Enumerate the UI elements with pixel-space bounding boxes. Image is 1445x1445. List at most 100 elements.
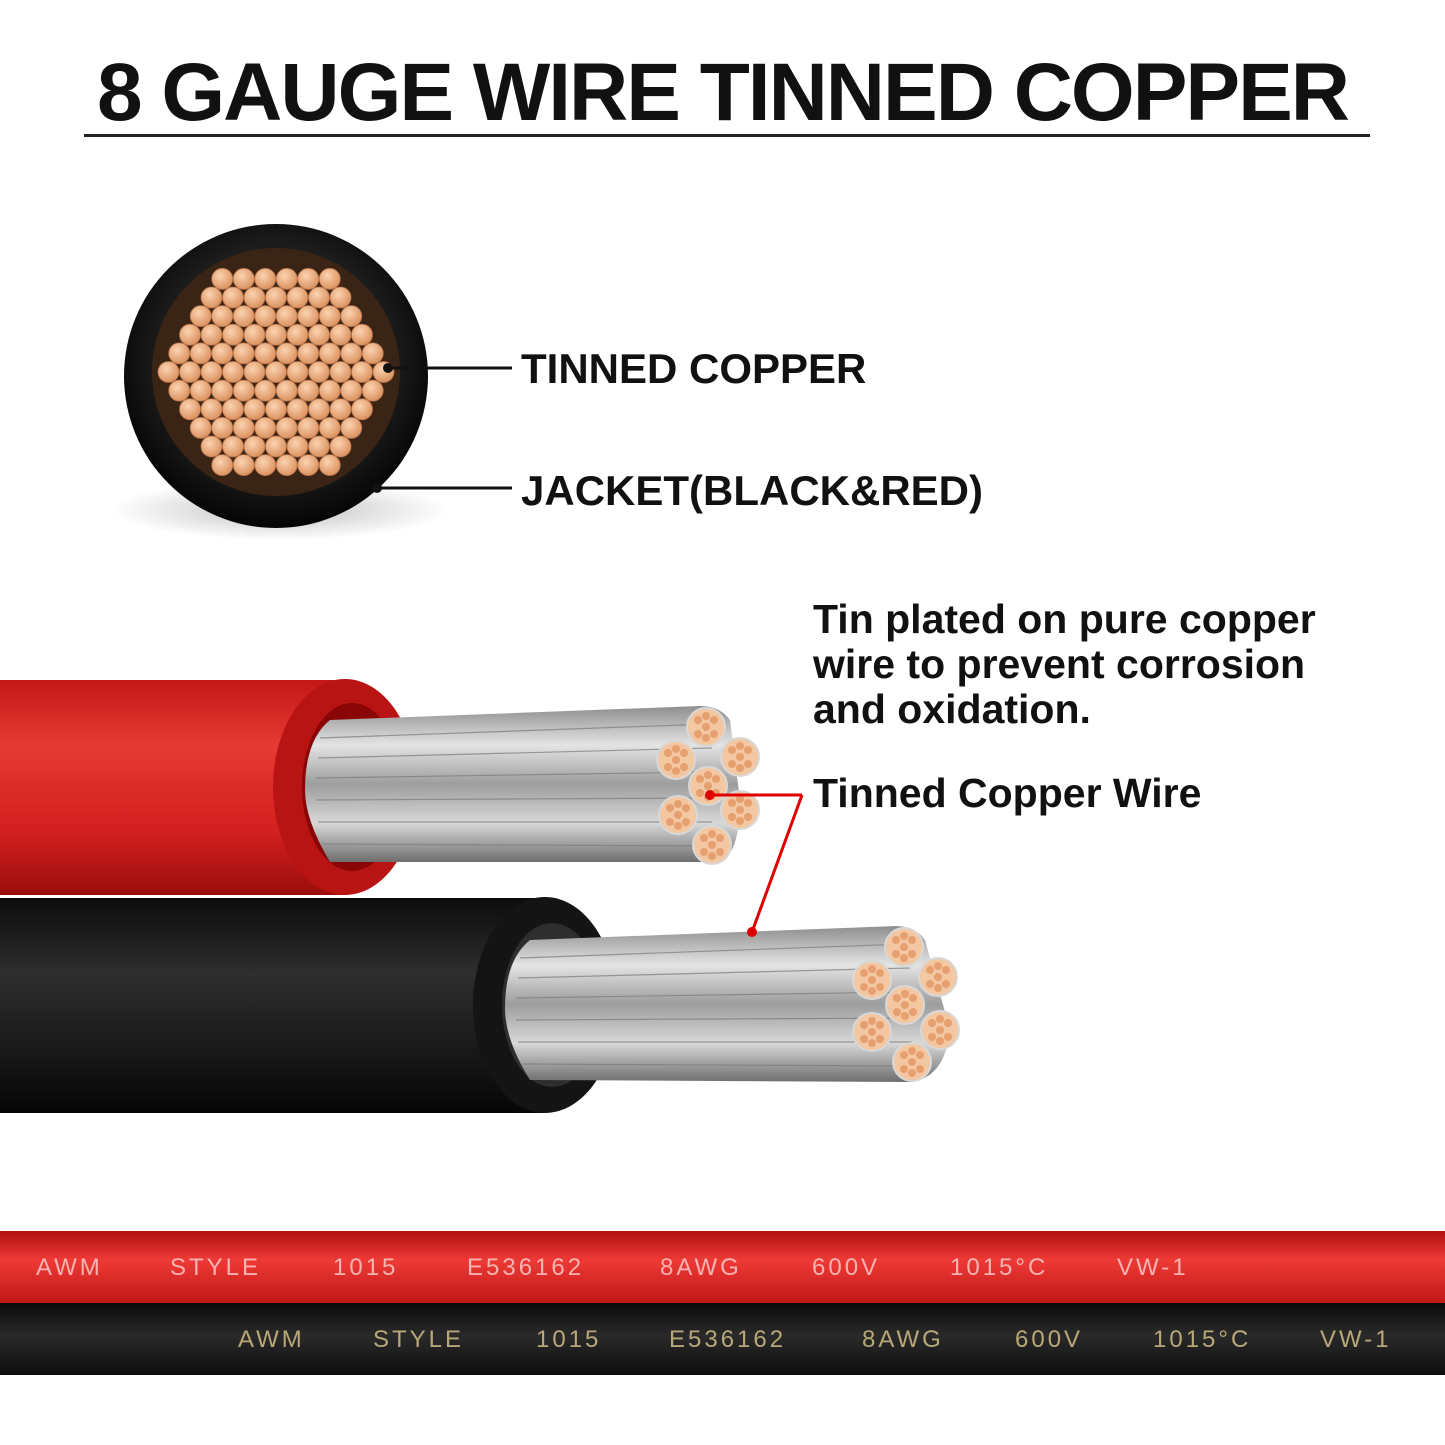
strand-end-wire: [934, 962, 942, 970]
strand-end-wire: [672, 745, 680, 753]
strand-end-wire: [666, 804, 674, 812]
strand-end-wire: [868, 1039, 876, 1047]
copper-strand: [179, 323, 201, 346]
copper-strand: [265, 435, 287, 458]
copper-strand: [308, 323, 330, 346]
strand-end-wire: [893, 994, 901, 1002]
strand-end-wire: [876, 1021, 884, 1029]
tinned-wire-callout-diagonal: [750, 794, 804, 933]
strand-end-wire: [744, 799, 752, 807]
tinned-wire-callout: [705, 790, 804, 937]
strand-end-wire: [716, 834, 724, 842]
copper-strand: [232, 305, 255, 328]
copper-strand: [286, 398, 309, 421]
copper-strands: [157, 268, 395, 476]
copper-strand: [351, 361, 373, 383]
black-print-temp: 1015°C: [1153, 1326, 1252, 1353]
strand-end-wire: [702, 723, 710, 731]
strand-end-wire: [700, 848, 708, 856]
copper-strand: [340, 305, 363, 328]
strand-end-wire: [680, 763, 688, 771]
strand-end-wire: [712, 775, 720, 783]
tinned-copper-wire-label: Tinned Copper Wire: [813, 770, 1202, 816]
copper-strand: [243, 286, 266, 309]
black-jacket-body: [0, 898, 545, 1113]
copper-strand: [254, 342, 277, 365]
copper-strand: [254, 454, 277, 476]
strand-end-wire: [893, 1008, 901, 1016]
strand-end-wire: [908, 1047, 916, 1055]
copper-strand: [297, 379, 320, 402]
copper-strand: [232, 268, 255, 290]
copper-strand: [222, 435, 244, 458]
strand-end-wire: [702, 734, 710, 742]
strand-end-wire: [708, 852, 716, 860]
copper-strand: [329, 286, 352, 309]
strand-end-wire: [900, 1065, 908, 1073]
red-print-vw1: VW-1: [1117, 1254, 1189, 1281]
copper-strand: [329, 435, 352, 458]
copper-strand: [168, 379, 191, 402]
black-print-style: STYLE: [373, 1326, 465, 1353]
strand-end-wire: [926, 966, 934, 974]
strand-end-wire: [916, 1051, 924, 1059]
copper-strand: [243, 398, 266, 421]
cable-cross-section: [110, 224, 450, 540]
copper-strand: [211, 342, 234, 365]
strand-end-wire: [710, 730, 718, 738]
copper-strand: [157, 361, 180, 383]
copper-strand: [275, 454, 298, 476]
strand-end-wire: [744, 746, 752, 754]
black-strand-ends: [852, 927, 960, 1082]
strand-end-wire: [928, 1033, 936, 1041]
copper-strand: [200, 361, 223, 383]
strand-end-wire: [936, 1037, 944, 1045]
title-underline: [84, 134, 1370, 137]
copper-strand: [243, 435, 266, 458]
copper-strand: [361, 342, 384, 365]
strand-end-wire: [682, 804, 690, 812]
copper-strand: [308, 398, 330, 421]
copper-strand: [286, 323, 309, 346]
copper-strand: [297, 454, 320, 476]
strand-end-wire: [908, 1058, 916, 1066]
copper-strand: [275, 379, 298, 402]
copper-strand: [340, 416, 363, 439]
black-print-e536162: E536162: [669, 1326, 787, 1353]
tinned-wire-callout-dot-bottom: [747, 927, 757, 937]
black-cable: [0, 897, 960, 1113]
copper-strand: [232, 342, 255, 365]
jacket-label: JACKET(BLACK&RED): [521, 467, 983, 514]
strand-end-wire: [860, 983, 868, 991]
copper-strand: [286, 435, 309, 458]
copper-strand: [243, 323, 266, 346]
strand-end-wire: [744, 813, 752, 821]
copper-strand: [200, 323, 223, 346]
strand-end-wire: [868, 1028, 876, 1036]
copper-strand: [222, 286, 244, 309]
copper-strand: [318, 305, 341, 328]
strand-end-wire: [728, 746, 736, 754]
strand-end-wire: [860, 1035, 868, 1043]
strand-end-wire: [736, 806, 744, 814]
copper-strand: [232, 454, 255, 476]
copper-strand: [340, 379, 363, 402]
black-print-8awg: 8AWG: [862, 1326, 944, 1353]
copper-strand: [222, 398, 244, 421]
tinned-copper-label: TINNED COPPER: [521, 345, 867, 392]
strand-end-wire: [860, 969, 868, 977]
strand-end-wire: [901, 1001, 909, 1009]
strand-end-wire: [909, 1008, 917, 1016]
copper-strand: [243, 361, 266, 383]
strand-end-wire: [900, 943, 908, 951]
strand-end-wire: [944, 1033, 952, 1041]
copper-strand: [275, 342, 298, 365]
copper-strand: [275, 305, 298, 328]
copper-strand: [179, 398, 201, 421]
strand-end-wire: [702, 712, 710, 720]
strand-end-wire: [901, 990, 909, 998]
copper-strand: [275, 268, 298, 290]
copper-strand: [286, 286, 309, 309]
copper-strand: [254, 379, 277, 402]
